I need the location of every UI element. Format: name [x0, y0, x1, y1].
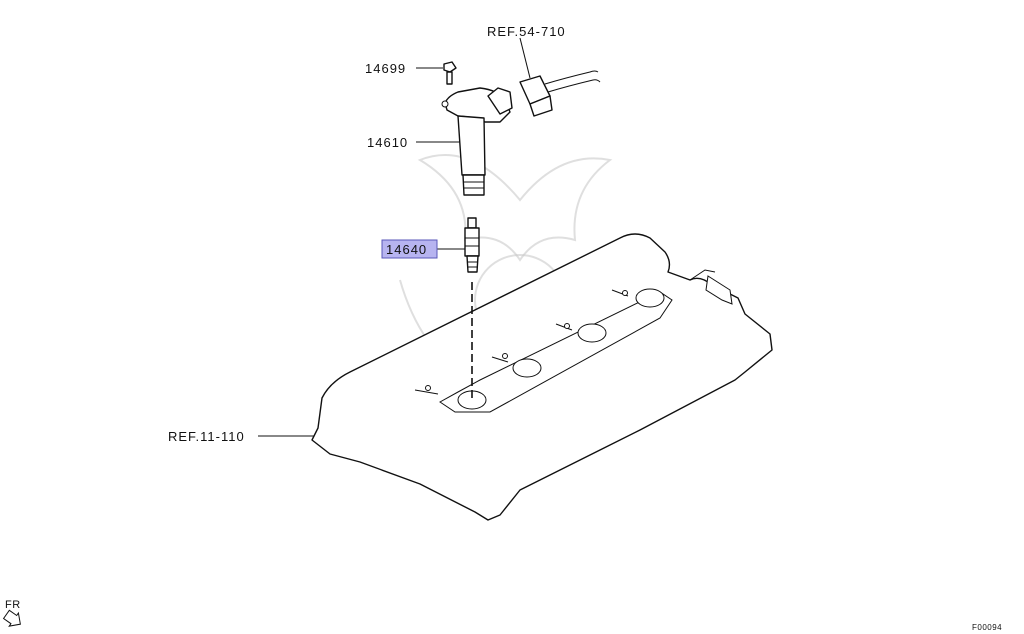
plug-hole-2: [512, 358, 542, 378]
harness-connector: [519, 70, 601, 117]
callout-ref-harness[interactable]: REF.54-710: [487, 24, 566, 39]
plug-hole-4: [635, 288, 665, 308]
callout-spark-plug[interactable]: 14640: [386, 242, 427, 257]
callout-coil[interactable]: 14610: [367, 135, 408, 150]
orientation-label: FR: [5, 599, 21, 611]
callout-bolt[interactable]: 14699: [365, 61, 406, 76]
figure-code: F00094: [972, 623, 1002, 632]
front-arrow-icon: [2, 609, 21, 627]
leader-ref-harness: [519, 37, 531, 79]
plug-hole-3: [577, 323, 607, 343]
bolt-part: [443, 61, 457, 85]
callout-ref-cover[interactable]: REF.11-110: [168, 429, 245, 444]
ignition-coil: [441, 87, 513, 196]
valve-cover: [311, 233, 773, 521]
spark-plug-part: [464, 217, 480, 273]
spark-plug-highlight[interactable]: [381, 239, 438, 259]
